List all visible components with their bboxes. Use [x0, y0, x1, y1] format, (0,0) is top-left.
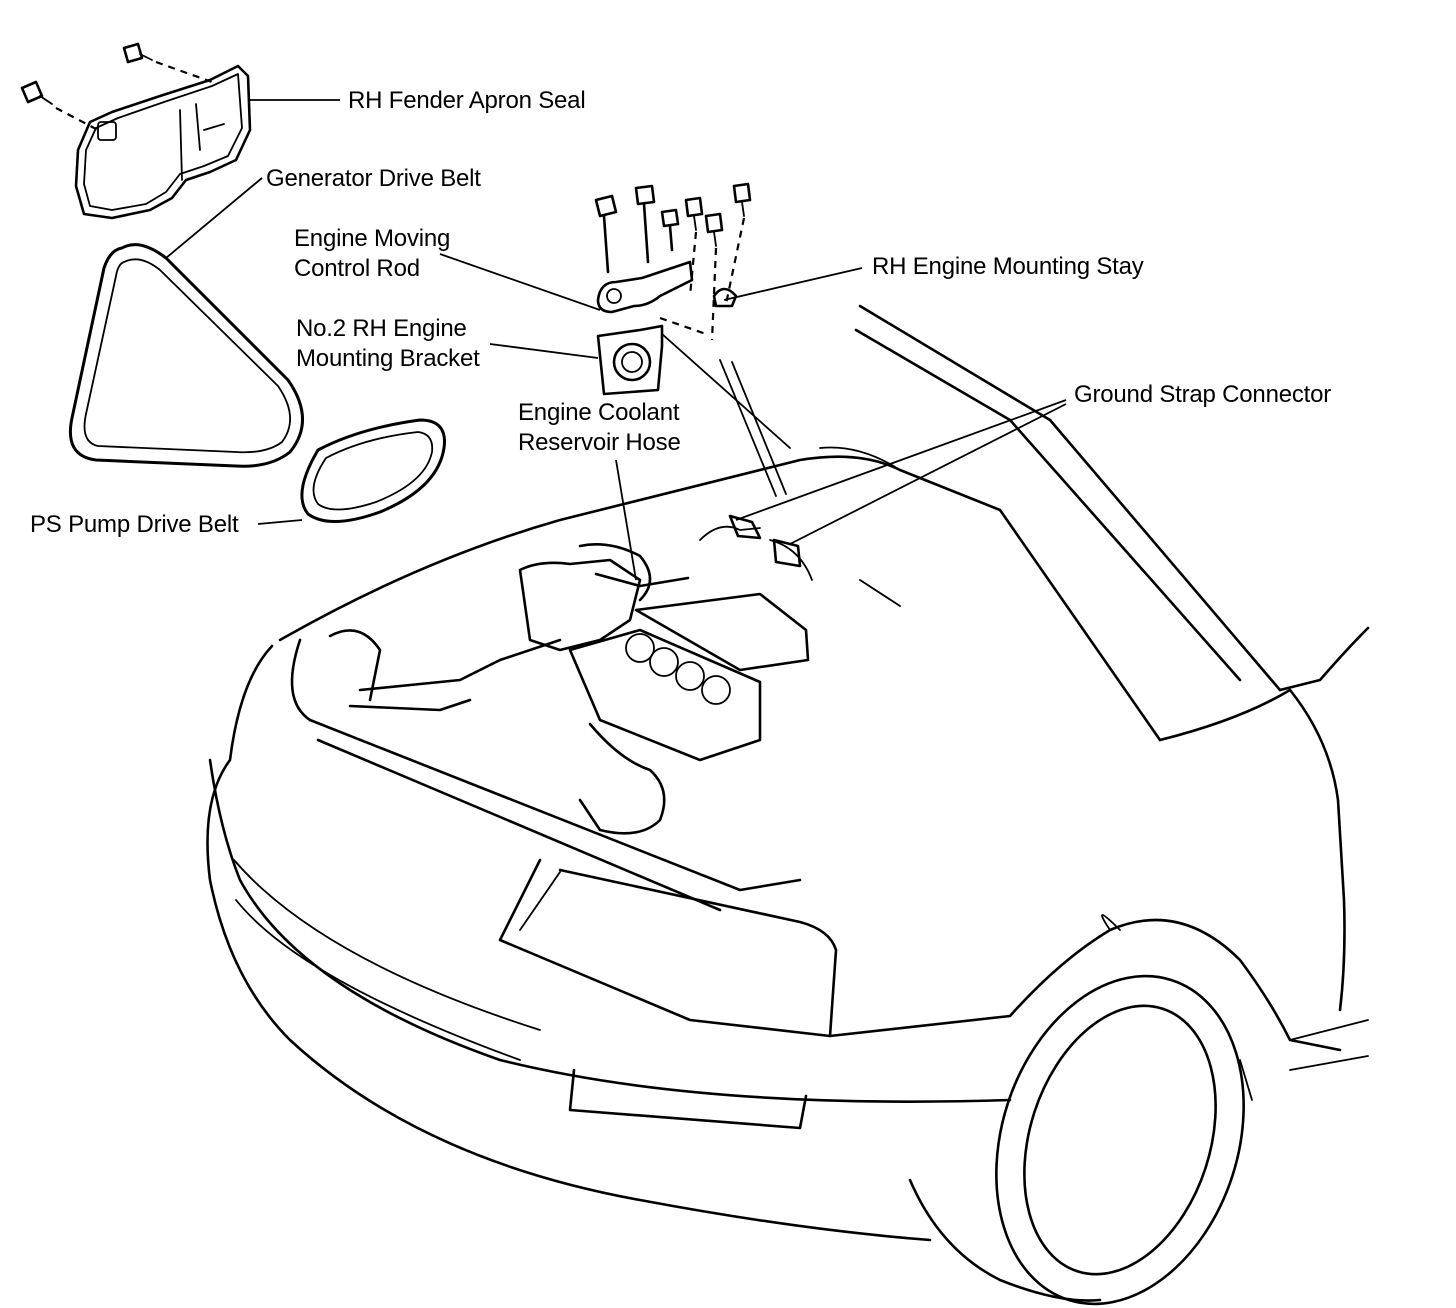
- ps-pump-drive-belt-part: [300, 418, 446, 524]
- label-rh-fender-apron-seal: RH Fender Apron Seal: [348, 87, 585, 114]
- engine-block: [328, 514, 813, 835]
- rh-fender-apron-seal-part: [20, 42, 252, 220]
- label-rh-engine-mounting-stay: RH Engine Mounting Stay: [872, 253, 1144, 280]
- label-ground-strap-connector: Ground Strap Connector: [1074, 381, 1331, 408]
- label-generator-drive-belt: Generator Drive Belt: [266, 165, 481, 192]
- vehicle-body: [206, 304, 1370, 1306]
- label-engine-moving-control-rod-2: Control Rod: [294, 255, 420, 282]
- label-no2-rh-engine-mounting-bracket-1: No.2 RH Engine: [296, 315, 467, 342]
- label-ps-pump-drive-belt: PS Pump Drive Belt: [30, 511, 239, 538]
- generator-drive-belt-part: [69, 243, 304, 468]
- mounting-bolts: [594, 182, 752, 341]
- engine-mount-assembly: [596, 260, 791, 497]
- label-engine-coolant-reservoir-hose-2: Reservoir Hose: [518, 429, 681, 456]
- label-no2-rh-engine-mounting-bracket-2: Mounting Bracket: [296, 345, 480, 372]
- label-engine-coolant-reservoir-hose-1: Engine Coolant: [518, 399, 680, 426]
- leader-lines: [165, 99, 1067, 581]
- part-labels: RH Fender Apron Seal Generator Drive Bel…: [30, 87, 1331, 538]
- label-engine-moving-control-rod-1: Engine Moving: [294, 225, 450, 252]
